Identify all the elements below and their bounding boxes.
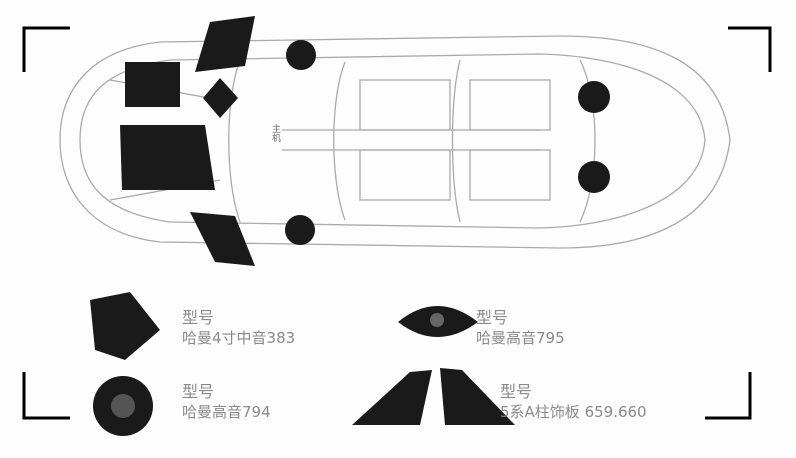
part-label-794: 型号 哈曼高音794 <box>182 382 271 422</box>
speaker-icons <box>90 16 610 436</box>
part-label-383: 型号 哈曼4寸中音383 <box>182 308 295 348</box>
corner-brackets <box>22 26 772 420</box>
part-label-a-pillar: 型号 5系A柱饰板 659.660 <box>500 382 647 422</box>
part-title: 型号 <box>182 382 215 401</box>
part-name: 哈曼高音795 <box>476 329 565 347</box>
part-title: 型号 <box>182 308 215 327</box>
part-title: 型号 <box>476 308 509 327</box>
part-name: 哈曼4寸中音383 <box>182 329 296 347</box>
head-unit-label: 主机 <box>270 124 280 142</box>
part-name: 哈曼高音794 <box>182 403 271 421</box>
part-title: 型号 <box>500 382 533 401</box>
part-name: 5系A柱饰板 659.660 <box>500 403 647 421</box>
part-label-795: 型号 哈曼高音795 <box>476 308 565 348</box>
